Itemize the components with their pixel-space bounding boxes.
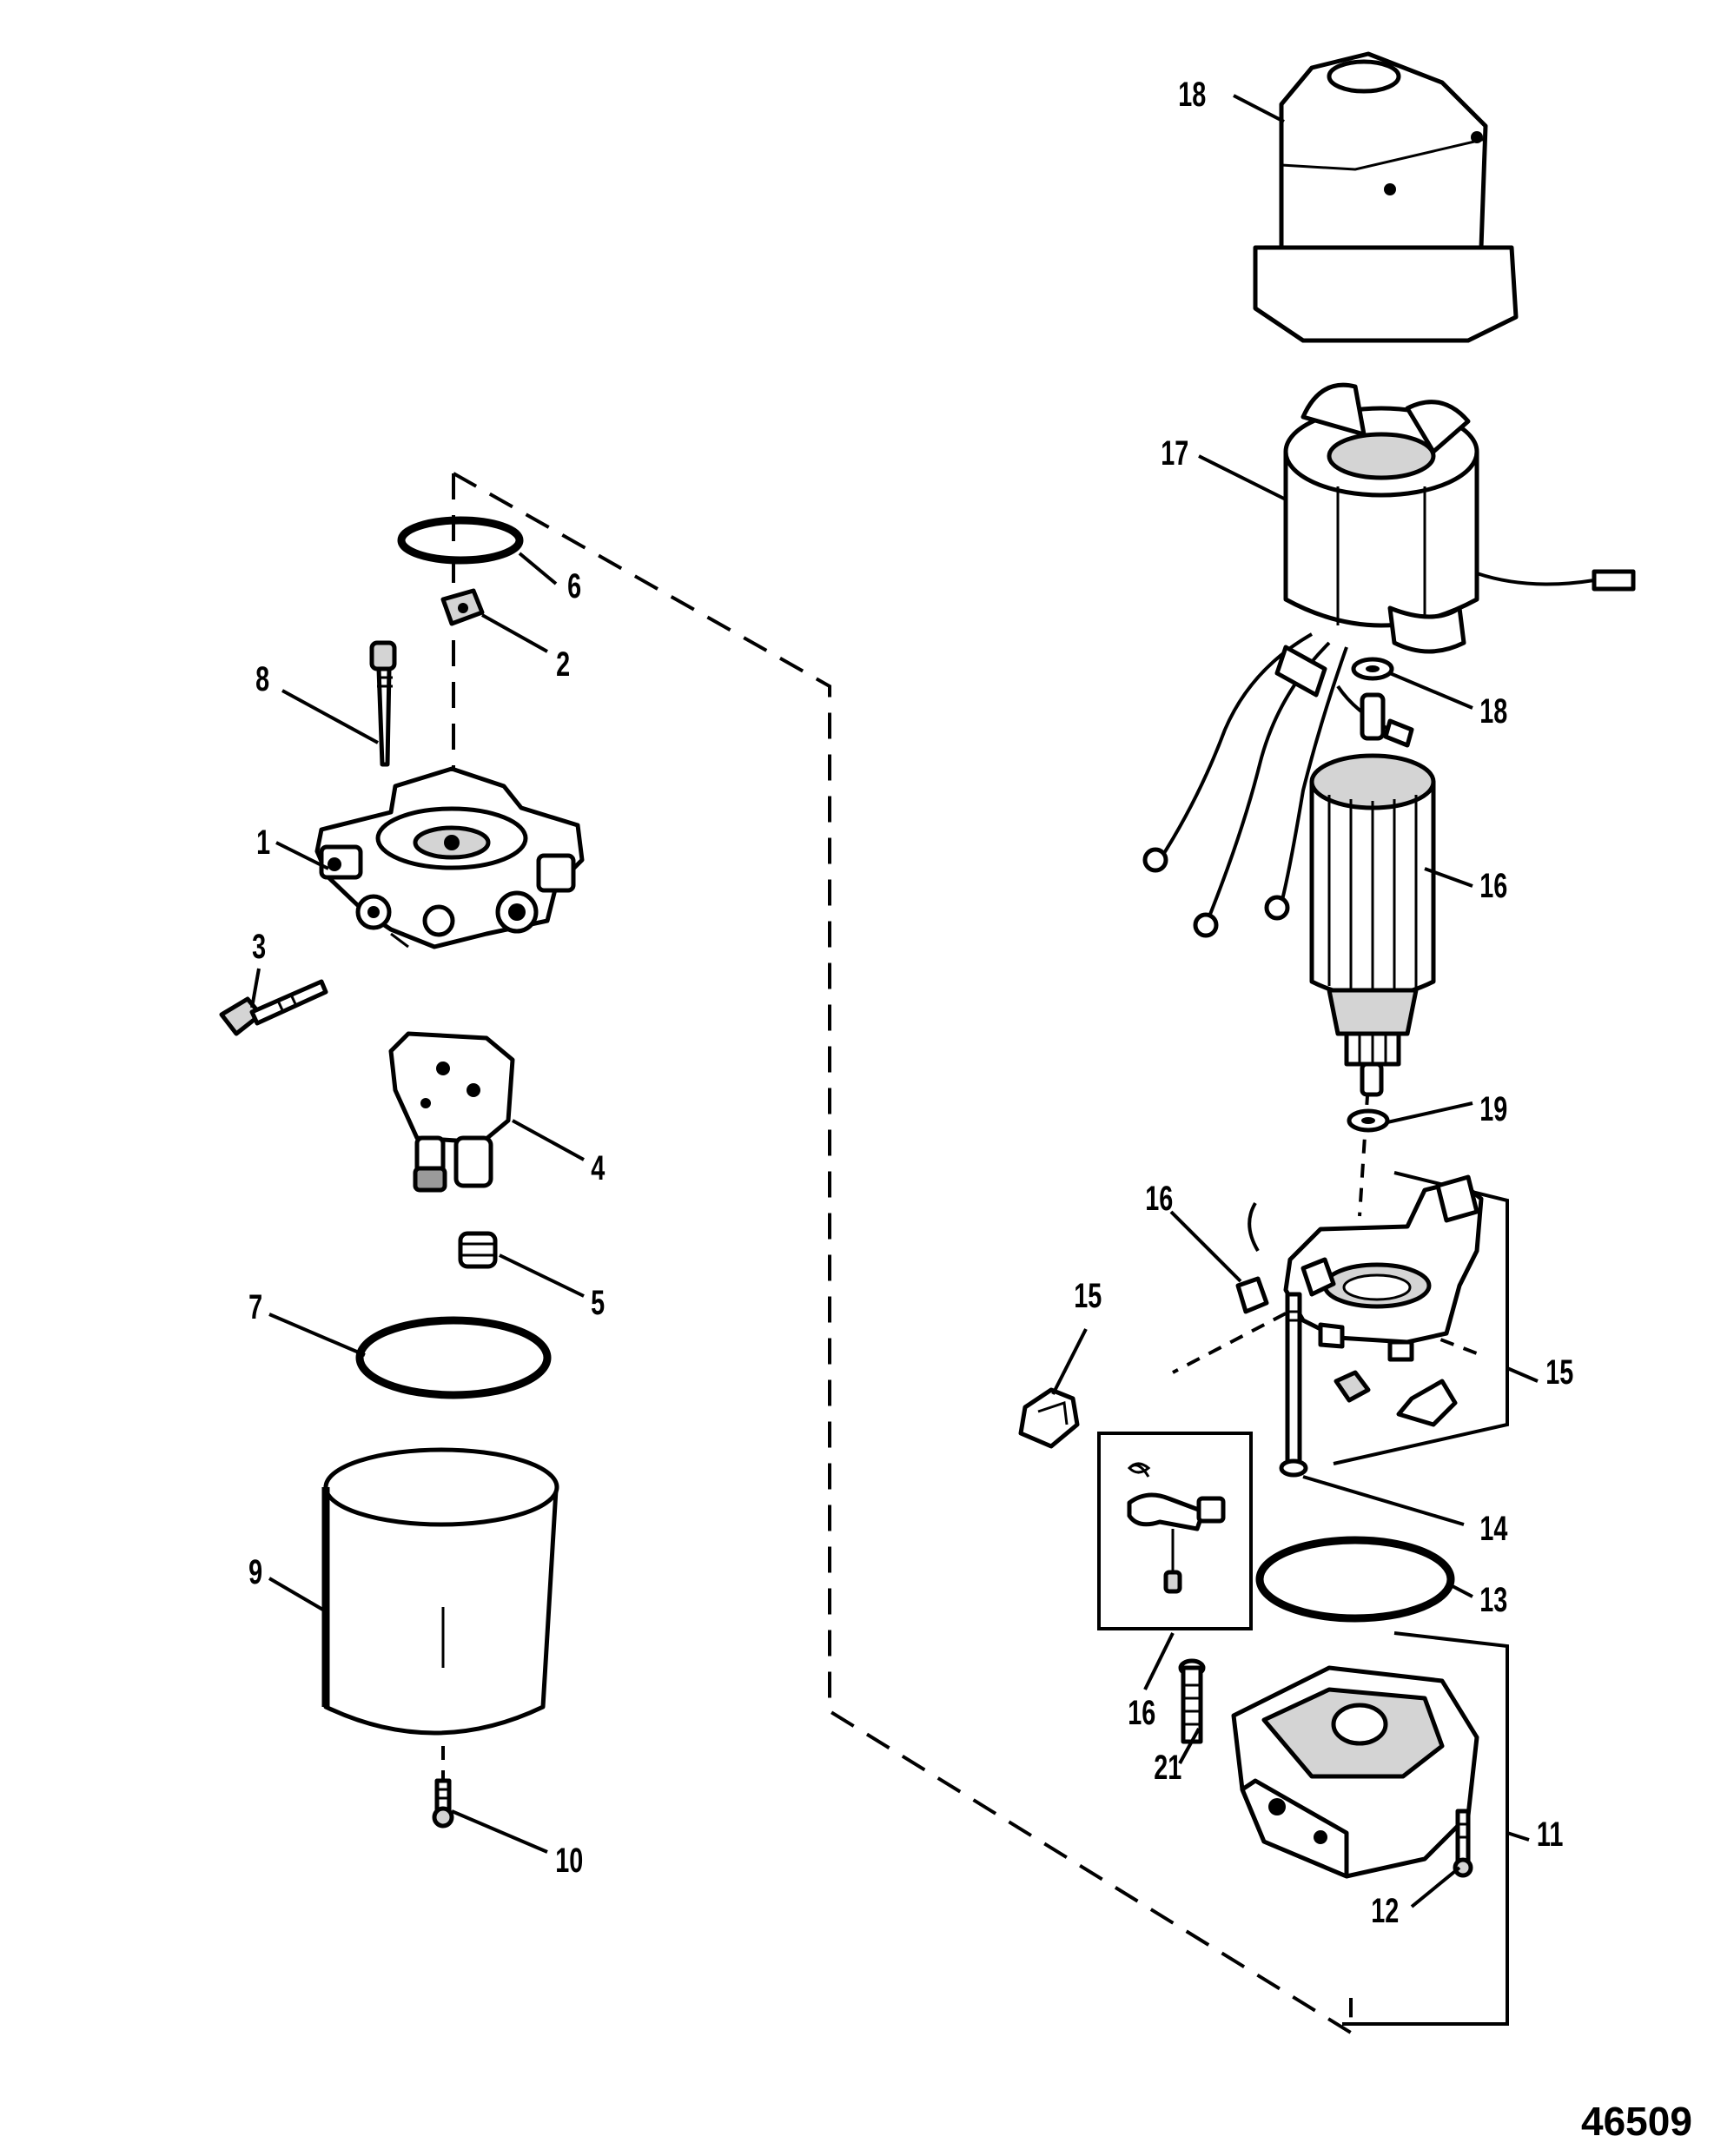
part-16-brush-kit-box xyxy=(1097,1432,1253,1630)
part-4-pump xyxy=(388,1031,515,1193)
callout-4: 4 xyxy=(591,1148,606,1187)
callout-10: 10 xyxy=(555,1841,583,1880)
part-8-fill-screw xyxy=(369,640,397,767)
callout-17: 16 xyxy=(1479,866,1507,905)
figure-number: 46509 xyxy=(1581,2099,1692,2144)
part-17-armature xyxy=(1309,692,1436,1097)
callout-5: 5 xyxy=(591,1283,605,1322)
callout-19: 17 xyxy=(1161,433,1188,473)
part-18a-washer xyxy=(1351,657,1394,681)
part-3-valve-screw xyxy=(219,979,328,1036)
part-9-reservoir xyxy=(321,1447,559,1736)
callout-labels: 6 2 8 1 3 4 5 7 9 10 18 17 18 16 19 16 1… xyxy=(248,75,1692,2144)
callout-16-bottom: 16 xyxy=(1128,1693,1155,1732)
callout-15-right: 15 xyxy=(1545,1352,1573,1392)
part-1-pump-body xyxy=(314,766,585,949)
part-20-motor-cover xyxy=(1253,51,1519,343)
part-19-field-frame xyxy=(1142,382,1636,938)
part-2-plug xyxy=(440,588,485,626)
part-10-screw xyxy=(432,1746,454,1829)
callout-1: 1 xyxy=(256,823,270,862)
callout-8: 8 xyxy=(255,659,269,698)
callout-2: 2 xyxy=(556,645,570,684)
callout-13: 13 xyxy=(1479,1580,1507,1619)
part-6-oring xyxy=(397,516,524,565)
part-5-filter xyxy=(458,1231,498,1269)
callout-15-left: 15 xyxy=(1074,1276,1102,1315)
callout-18-bottom: 19 xyxy=(1479,1089,1507,1128)
part-15-brush-clip xyxy=(1018,1387,1080,1449)
callout-21: 21 xyxy=(1154,1748,1181,1787)
part-14-through-bolt xyxy=(1279,1292,1308,1478)
callout-14: 14 xyxy=(1479,1509,1508,1548)
callout-16-top: 16 xyxy=(1145,1179,1173,1218)
callout-7: 7 xyxy=(248,1287,262,1326)
callout-6: 6 xyxy=(567,566,581,605)
part-18b-washer xyxy=(1347,1108,1390,1133)
leader-lines xyxy=(250,94,1539,1908)
callout-9: 9 xyxy=(248,1552,262,1591)
callout-18-top: 18 xyxy=(1479,691,1507,731)
callout-12: 12 xyxy=(1371,1891,1399,1930)
callout-3: 3 xyxy=(252,927,266,966)
part-13-oring xyxy=(1255,1536,1455,1623)
part-12-screw xyxy=(1453,1809,1473,1878)
part-7-oring xyxy=(355,1316,552,1399)
callout-11: 11 xyxy=(1537,1815,1563,1854)
part-16-brush xyxy=(1235,1201,1269,1314)
callout-20: 18 xyxy=(1178,75,1206,114)
part-15-brush-plate-bracket xyxy=(1283,1171,1509,1465)
part-11-end-cap xyxy=(1231,1631,1509,2026)
